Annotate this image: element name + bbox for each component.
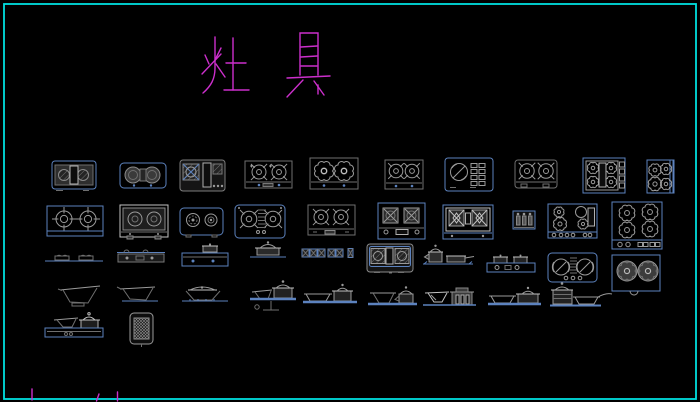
block-4burner-large[interactable] xyxy=(611,201,663,250)
block-wok-stove-stand[interactable] xyxy=(423,287,476,306)
block-pot-on-counter[interactable] xyxy=(250,241,286,258)
block-hob-elevation-a[interactable] xyxy=(45,254,103,262)
block-steamer-and-pan[interactable] xyxy=(550,282,613,307)
block-induction-cooker[interactable] xyxy=(129,312,154,347)
block-x-panel-stove[interactable] xyxy=(442,204,494,240)
block-two-burner-front-panel[interactable] xyxy=(611,254,661,296)
drawing-title[interactable] xyxy=(201,32,331,98)
block-stove-dark-grill[interactable] xyxy=(179,159,226,192)
block-stove-star[interactable] xyxy=(309,157,359,190)
block-round-grill-cooktop[interactable] xyxy=(547,252,598,283)
block-wok[interactable] xyxy=(57,285,101,307)
block-wok-pot-stand[interactable] xyxy=(250,280,296,311)
block-hob-elevation-pot[interactable] xyxy=(181,243,229,267)
block-stove-crosshair-c[interactable] xyxy=(514,159,558,189)
block-4burner-mixed[interactable] xyxy=(547,203,598,239)
block-two-knob-stove[interactable] xyxy=(179,207,224,238)
plot-marks xyxy=(31,388,119,402)
block-stove-crosshair-b[interactable] xyxy=(384,159,424,190)
block-stove-crosshair-d[interactable] xyxy=(307,204,356,236)
block-stove-inset[interactable] xyxy=(51,160,97,191)
block-stove-front[interactable] xyxy=(119,204,169,240)
block-hob-elevation-c[interactable] xyxy=(486,254,536,273)
block-wok-on-counter[interactable] xyxy=(116,286,158,302)
block-stove-front-large[interactable] xyxy=(366,243,414,274)
block-kettle-pan-elev[interactable] xyxy=(423,244,475,265)
drawing-border xyxy=(3,3,697,400)
block-burner-grid[interactable] xyxy=(444,157,494,192)
block-4burner-scalloped[interactable] xyxy=(646,159,675,194)
block-wide-cooktop[interactable] xyxy=(46,205,104,237)
block-wok-with-lid[interactable] xyxy=(182,286,228,302)
block-hob-elevation-b[interactable] xyxy=(117,249,165,263)
block-stove-crosshair[interactable] xyxy=(244,160,293,189)
block-stove-round[interactable] xyxy=(119,162,167,189)
block-switch-boxes[interactable] xyxy=(301,248,354,258)
block-counter-wok-pot[interactable] xyxy=(44,312,104,338)
block-4burner-panel[interactable] xyxy=(582,157,626,194)
block-wok-and-kettle[interactable] xyxy=(368,286,417,306)
block-dish-and-stockpot[interactable] xyxy=(488,286,541,306)
block-grill-stove[interactable] xyxy=(234,204,286,239)
block-dish-and-pot[interactable] xyxy=(303,283,357,304)
block-mini-stove-front[interactable] xyxy=(512,210,536,230)
block-square-burner-stove[interactable] xyxy=(377,202,426,240)
